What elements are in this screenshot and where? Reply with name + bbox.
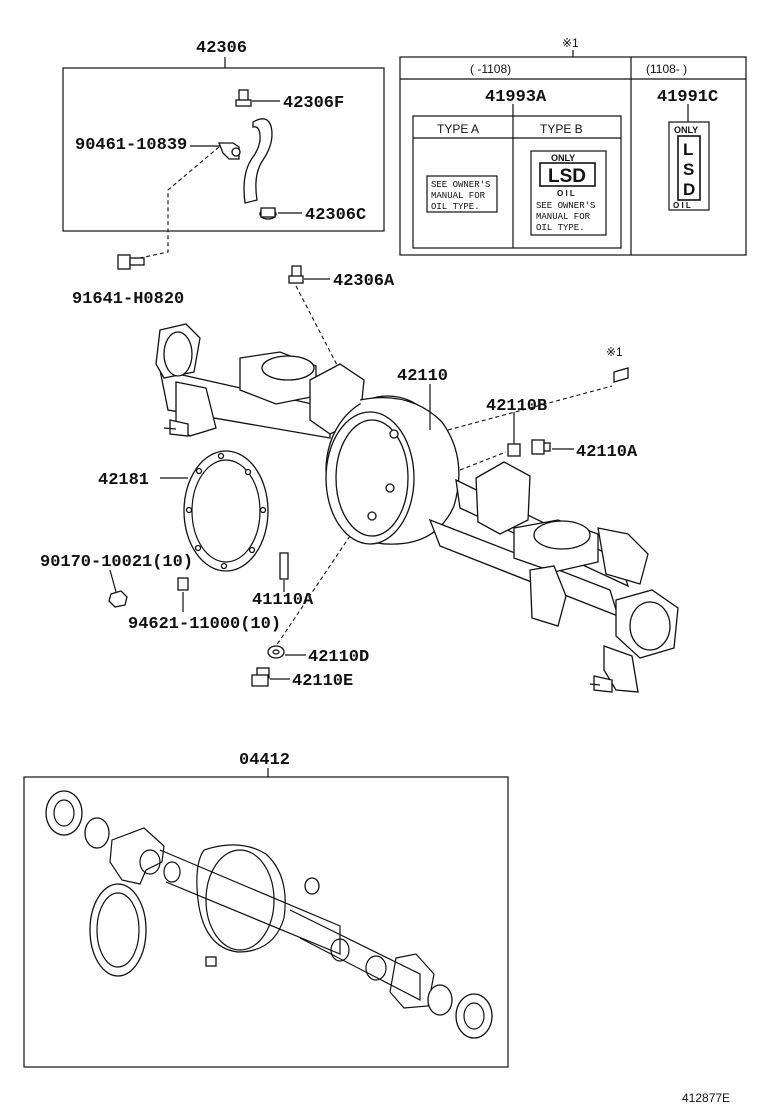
label-41991C[interactable]: 41991C — [657, 88, 718, 107]
axle-housing-42110[interactable] — [155, 323, 679, 693]
drain-plug-42110E[interactable] — [251, 667, 270, 687]
nut-90170-10021[interactable] — [108, 590, 128, 608]
type-b-header: TYPE B — [540, 122, 583, 136]
gasket-42110D[interactable] — [267, 645, 285, 659]
axle-housing-outline — [109, 827, 435, 1009]
svg-text:L: L — [683, 140, 693, 159]
label-42110[interactable]: 42110 — [397, 367, 448, 386]
label-04412[interactable]: 04412 — [239, 751, 290, 770]
svg-text:ONLY: ONLY — [674, 125, 698, 135]
label-42110E[interactable]: 42110E — [292, 672, 353, 691]
washer-94621-11000[interactable] — [177, 577, 189, 591]
kit-carrier-gasket[interactable] — [89, 883, 147, 977]
label-41110A[interactable]: 41110A — [252, 591, 314, 610]
clip-90461-10839[interactable] — [218, 142, 241, 160]
type-b-label[interactable]: ONLY LSD O I L SEE OWNER'S MANUAL FOR OI… — [530, 150, 607, 236]
svg-text:O I L: O I L — [557, 189, 575, 198]
label-90170-10021[interactable]: 90170-10021(10) — [40, 553, 193, 572]
type-a-label[interactable]: SEE OWNER'S MANUAL FOR OIL TYPE. — [426, 175, 498, 213]
clip-42306C[interactable] — [259, 207, 277, 220]
union-42306A[interactable] — [288, 265, 304, 284]
label-42306A[interactable]: 42306A — [333, 272, 395, 291]
label-91641-H0820[interactable]: 91641-H0820 — [72, 290, 184, 309]
breather-plug-42306F[interactable] — [235, 89, 280, 107]
plug-42110B[interactable] — [507, 443, 521, 457]
svg-text:ONLY: ONLY — [551, 153, 575, 163]
stud-41110A[interactable] — [279, 552, 289, 580]
gasket-kit-box — [23, 776, 509, 1068]
label-90461-10839[interactable]: 90461-10839 — [75, 136, 187, 155]
lsd-only-label-41991C[interactable]: ONLY L S D O I L — [668, 121, 710, 211]
range-right: (1108- ) — [646, 62, 687, 76]
label-42306C[interactable]: 42306C — [305, 206, 366, 225]
caution-label-marker[interactable] — [613, 367, 629, 383]
kit-drain-gasket[interactable] — [304, 877, 320, 895]
svg-text:D: D — [683, 180, 695, 199]
breather-group: 42306 42306F 90461-10839 42306C — [62, 39, 385, 232]
svg-text:O I L: O I L — [673, 201, 691, 210]
label-42306[interactable]: 42306 — [196, 39, 247, 58]
note-mark-side: ※1 — [606, 345, 623, 359]
label-42181[interactable]: 42181 — [98, 471, 149, 490]
plug-42110A[interactable] — [531, 439, 551, 455]
label-42306F[interactable]: 42306F — [283, 94, 344, 113]
svg-text:SEE OWNER'S: SEE OWNER'S — [431, 180, 490, 190]
label-41993A[interactable]: 41993A — [485, 88, 547, 107]
label-42110D[interactable]: 42110D — [308, 648, 369, 667]
oil-seal-right[interactable] — [455, 993, 493, 1039]
o-ring-left[interactable] — [84, 817, 110, 849]
svg-text:OIL TYPE.: OIL TYPE. — [536, 223, 585, 233]
label-94621-11000[interactable]: 94621-11000(10) — [128, 615, 281, 634]
breather-box — [62, 67, 385, 232]
svg-text:SEE OWNER'S: SEE OWNER'S — [536, 201, 595, 211]
label-42110A[interactable]: 42110A — [576, 443, 638, 462]
svg-text:LSD: LSD — [548, 166, 586, 187]
o-ring-right[interactable] — [427, 984, 453, 1016]
svg-text:S: S — [683, 160, 694, 179]
svg-text:OIL TYPE.: OIL TYPE. — [431, 202, 480, 212]
gasket-42181[interactable] — [183, 450, 269, 572]
svg-text:MANUAL FOR: MANUAL FOR — [536, 212, 591, 222]
caution-label-table: ※1 ( -1108) (1108- ) 41993A 41991C TYPE … — [399, 36, 747, 256]
label-42110B[interactable]: 42110B — [486, 397, 547, 416]
bolt-91641-H0820[interactable] — [117, 254, 145, 270]
svg-text:MANUAL FOR: MANUAL FOR — [431, 191, 486, 201]
breather-hose[interactable] — [243, 118, 273, 204]
oil-seal-left[interactable] — [45, 790, 83, 836]
range-left: ( -1108) — [470, 62, 511, 76]
kit-stud[interactable] — [205, 956, 217, 967]
note-mark-top: ※1 — [562, 36, 579, 50]
type-a-header: TYPE A — [437, 122, 479, 136]
gasket-kit-group: 04412 — [23, 751, 509, 1068]
illustration-reference-code: 412877E — [682, 1091, 730, 1105]
